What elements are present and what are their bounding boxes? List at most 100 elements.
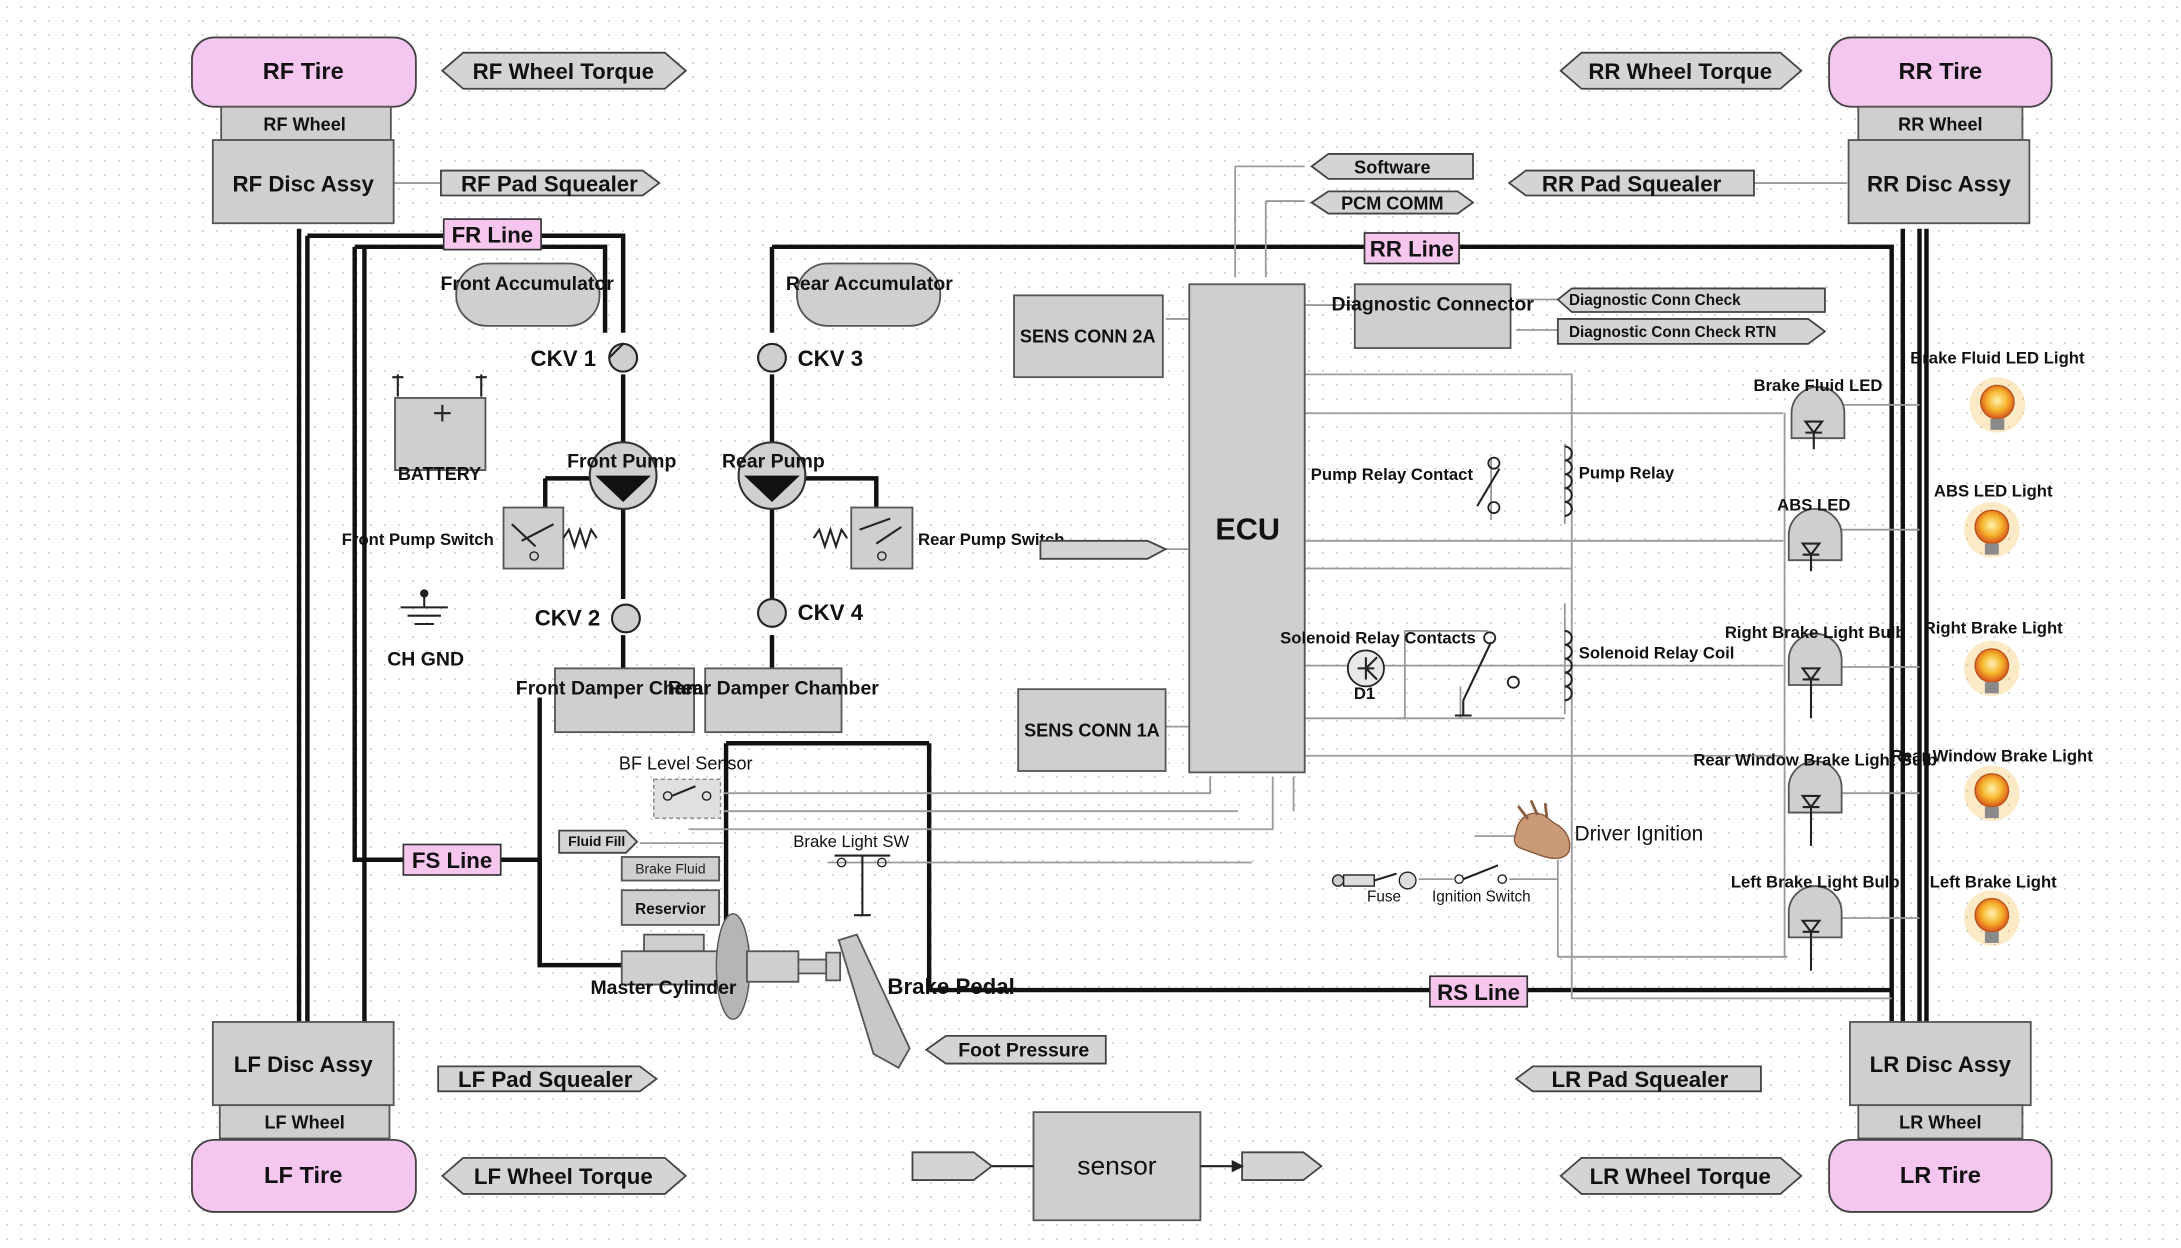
lr-pad-squealer-signal[interactable]: LR Pad Squealer [1514,1065,1762,1093]
left-brake-light: Left Brake Light [1930,872,2057,946]
hand-icon [1513,812,1571,859]
rr-line-label: RR Line [1370,237,1454,262]
rear-window-brake-light: Rear Window Brake Light [1891,746,2093,821]
left-brake-light-bulb-icon [1964,890,2020,946]
solenoid-relay-contacts-text: Solenoid Relay Contacts [1280,628,1476,647]
reservior-box[interactable]: Reservior [620,889,721,926]
ckv4-valve[interactable]: CKV 4 [757,598,864,628]
driver-ignition[interactable]: Driver Ignition [1513,800,1704,859]
rr-line-tag[interactable]: RR Line [1363,232,1460,265]
driver-ignition-label: Driver Ignition [1575,822,1704,845]
lf-disc-assy[interactable] [211,1021,395,1107]
ecu-input-arrow[interactable] [1039,539,1168,560]
lf-wheel[interactable] [218,1104,391,1140]
rs-line-tag[interactable]: RS Line [1429,975,1529,1008]
rear-accumulator-text: Rear Accumulator [786,273,953,295]
front-damper-chamber[interactable]: Front Damper Chamber [516,667,734,734]
rf-disc-assy[interactable] [211,139,395,225]
rr-pad-squealer-signal[interactable]: RR Pad Squealer [1507,169,1755,197]
rr-disc-assy[interactable] [1847,139,2031,225]
ignition-switch-label: Ignition Switch [1432,888,1531,905]
brake-fluid-led[interactable]: Brake Fluid LED [1754,376,1883,450]
front-pump-label: Front Pump [567,450,676,472]
fuse[interactable]: Fuse [1331,871,1417,905]
software-label: Software [1354,157,1430,177]
lr-tire-label: LR Tire [1900,1163,1981,1189]
solenoid-relay-contacts[interactable]: Solenoid Relay Contacts [1280,628,1520,717]
front-pump-switch[interactable]: Front Pump Switch [342,506,598,570]
fluid-fill-signal[interactable]: Fluid Fill [558,829,639,854]
brake-light-sw-label: Brake Light SW [793,832,909,851]
lr-wheel[interactable] [1857,1104,2024,1140]
rr-wheel[interactable] [1857,105,2024,141]
lr-disc-assy[interactable] [1849,1021,2032,1107]
lf-wheel-torque-signal[interactable]: LF Wheel Torque [440,1156,688,1195]
diode-d1[interactable]: D1 [1346,649,1385,703]
brake-pedal[interactable]: Brake Pedal [825,933,1015,1069]
brake-pedal-text: Brake Pedal [887,974,1014,999]
lr-disc-label: LR Disc Assy [1870,1052,2012,1077]
ckv3-valve[interactable]: CKV 3 [757,342,863,373]
diag-conn-check-signal[interactable]: Diagnostic Conn Check [1556,287,1826,313]
fr-line-tag[interactable]: FR Line [442,218,542,251]
ecu[interactable]: ECU [1188,283,1306,774]
ignition-switch[interactable]: Ignition Switch [1432,864,1531,905]
front-accumulator[interactable]: Front Accumulator [440,262,614,327]
hydraulic-lines [296,228,1929,1027]
brake-light-switch[interactable]: Brake Light SW [793,832,909,917]
foot-pressure-signal[interactable]: Foot Pressure [924,1034,1107,1065]
abs-led[interactable]: ABS LED [1777,495,1850,572]
front-pump-switch-label: Front Pump Switch [342,530,494,549]
rf-pad-squealer-signal[interactable]: RF Pad Squealer [440,169,661,197]
brake-pedal-label: Brake Pedal [887,974,1014,999]
rf-wheel-torque-signal[interactable]: RF Wheel Torque [440,51,688,90]
rear-pump[interactable]: Rear Pump [722,441,825,510]
rear-accumulator[interactable]: Rear Accumulator [786,262,953,327]
lr-wheel-torque-signal[interactable]: LR Wheel Torque [1559,1156,1803,1195]
front-damper-text: Front Damper Chamber [516,678,734,700]
solenoid-relay-coil[interactable]: Solenoid Relay Coil [1564,629,1735,702]
sensor-block[interactable]: sensor [911,1111,1323,1222]
diag-conn-check-rtn-signal[interactable]: Diagnostic Conn Check RTN [1556,318,1827,345]
pump-relay-coil[interactable]: Pump Relay [1564,445,1675,517]
brake-fluid-led-light: Brake Fluid LED Light [1910,348,2085,433]
battery[interactable]: BATTERY [392,374,487,484]
rr-wheel-torque-signal[interactable]: RR Wheel Torque [1559,51,1803,90]
rs-line-label: RS Line [1437,980,1520,1005]
lr-wheel-torque-label: LR Wheel Torque [1590,1164,1771,1189]
lr-tire[interactable] [1828,1138,2053,1213]
fs-line-tag[interactable]: FS Line [402,843,502,876]
fluid-fill-label: Fluid Fill [568,833,625,849]
front-pump[interactable]: Front Pump [567,441,676,510]
diag-conn-check-rtn-label: Diagnostic Conn Check RTN [1569,324,1776,341]
lf-tire[interactable] [191,1138,417,1213]
software-signal[interactable]: Software [1310,153,1474,180]
ground-label: CH GND [387,649,464,671]
rf-wheel[interactable] [220,105,392,141]
diag-conn-check-label: Diagnostic Conn Check [1569,292,1741,309]
abs-led-label: ABS LED [1777,495,1850,514]
brake-fluid-box[interactable]: Brake Fluid [620,856,721,882]
rf-tire-label: RF Tire [263,59,344,85]
rear-damper-label: Rear Damper Chamber [668,678,879,700]
rear-pump-switch[interactable]: Rear Pump Switch [812,506,1065,570]
solenoid-relay-coil-label: Solenoid Relay Coil [1579,644,1735,663]
right-brake-bulb-label: Right Brake Light Bulb [1725,623,1906,642]
foot-pressure-label: Foot Pressure [958,1040,1089,1062]
pump-relay-contact[interactable]: Pump Relay Contact [1311,456,1501,514]
ckv1-valve[interactable]: CKV 1 [531,342,639,373]
lf-pad-squealer-signal[interactable]: LF Pad Squealer [437,1065,659,1093]
left-brake-light-bulb[interactable]: Left Brake Light Bulb [1731,872,1900,971]
pcm-comm-signal[interactable]: PCM COMM [1310,190,1475,215]
bf-level-sensor[interactable]: BF Level Sensor [619,754,753,819]
sens-conn-2a[interactable]: SENS CONN 2A [1013,294,1164,379]
ckv2-valve[interactable]: CKV 2 [535,603,641,634]
diagnostic-connector[interactable]: Diagnostic Connector [1332,283,1535,349]
brake-fluid-label: Brake Fluid [635,861,705,877]
sens-conn-1a[interactable]: SENS CONN 1A [1017,688,1167,772]
rear-damper-chamber[interactable]: Rear Damper Chamber [668,667,879,734]
master-cylinder[interactable]: Master Cylinder [590,913,842,1020]
lf-disc-label: LF Disc Assy [234,1052,374,1077]
rear-window-brake-light-bulb[interactable]: Rear Window Brake Light Bulb [1693,750,1937,846]
right-brake-light-bulb[interactable]: Right Brake Light Bulb [1725,623,1906,719]
